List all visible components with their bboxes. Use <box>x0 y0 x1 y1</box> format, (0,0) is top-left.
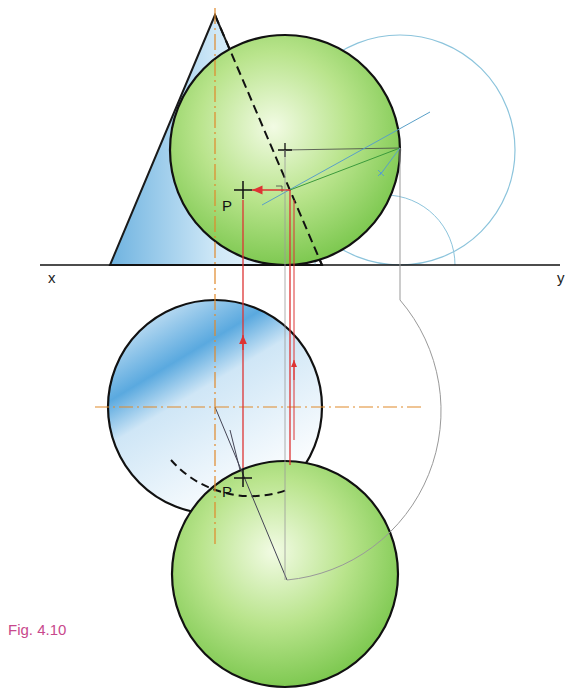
axis-letter: y <box>557 270 565 285</box>
projector <box>242 200 243 468</box>
axis-letter: x <box>48 270 56 285</box>
construction-arc <box>287 300 441 580</box>
hidden-generator <box>215 15 322 265</box>
xy-line <box>40 264 560 266</box>
construction-mark <box>378 170 384 176</box>
construction-line <box>285 148 400 150</box>
construction-line <box>230 430 240 470</box>
centre-line <box>95 406 425 407</box>
right-angle-mark <box>276 186 282 192</box>
construction-line <box>290 148 400 190</box>
projection-arrow <box>294 360 295 380</box>
construction-line <box>262 112 430 205</box>
point-mark <box>234 181 252 199</box>
construction-line <box>215 407 287 580</box>
point-label: P <box>222 198 232 213</box>
projection-arrow <box>252 189 290 191</box>
point-mark <box>234 469 252 487</box>
axis-line <box>214 8 215 545</box>
projection-arrow <box>242 335 243 350</box>
point-label: P <box>222 484 232 499</box>
figure-caption: Fig. 4.10 <box>8 622 66 637</box>
projector <box>289 190 290 465</box>
projector <box>400 148 401 300</box>
projector <box>294 200 295 440</box>
projector <box>285 150 286 580</box>
